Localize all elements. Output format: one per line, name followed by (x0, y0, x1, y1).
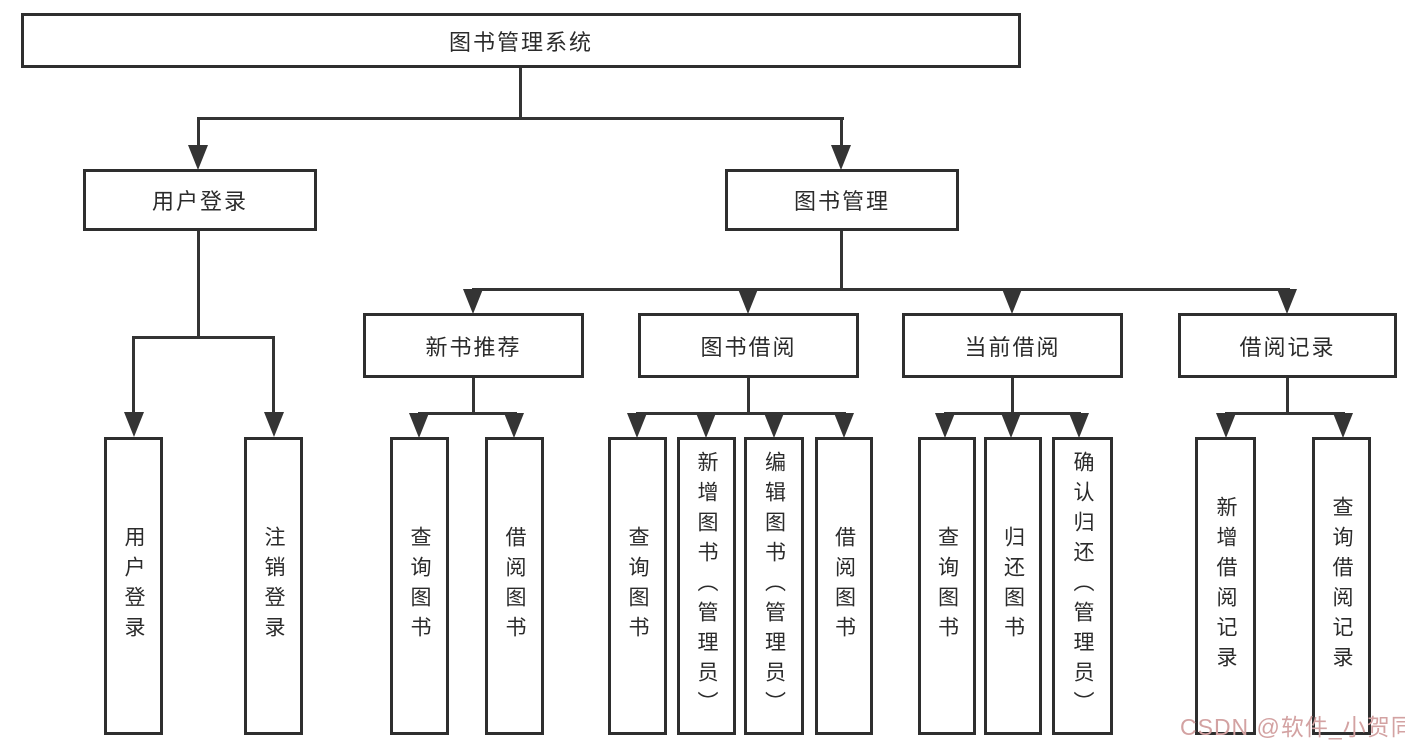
csdn-watermark: CSDN @软件_小贺同学 (1180, 714, 1405, 740)
arrow-down-icon (1277, 289, 1297, 314)
leaf-borrow-borrow-books: 借阅图书 (815, 437, 873, 735)
leaf-borrow-add-books-admin: 新增图书（管理员） (677, 437, 736, 735)
node-borrowing-records: 借阅记录 (1178, 313, 1397, 378)
connector-level3-rail (472, 288, 1290, 291)
node-book-borrowing: 图书借阅 (638, 313, 859, 378)
connector-drop (132, 336, 135, 414)
leaf-records-query-record: 查询借阅记录 (1312, 437, 1371, 735)
connector-stub (1011, 378, 1014, 415)
leaf-records-add-record: 新增借阅记录 (1195, 437, 1256, 735)
connector-root-stub (519, 68, 522, 120)
arrow-down-icon (409, 413, 429, 438)
arrow-down-icon (935, 413, 955, 438)
connector-user-login-stub (197, 231, 200, 339)
arrow-down-icon (1216, 413, 1236, 438)
connector-drop (272, 336, 275, 414)
leaf-logout: 注销登录 (244, 437, 303, 735)
leaf-borrow-query-books: 查询图书 (608, 437, 667, 735)
arrow-down-icon (124, 412, 144, 437)
connector-book-mgmt-drop (840, 117, 843, 147)
node-book-management: 图书管理 (725, 169, 959, 231)
arrow-down-icon (188, 145, 208, 170)
leaf-current-query-books: 查询图书 (918, 437, 976, 735)
leaf-recommend-query-books: 查询图书 (390, 437, 449, 735)
leaf-current-return-books: 归还图书 (984, 437, 1042, 735)
leaf-recommend-borrow-books: 借阅图书 (485, 437, 544, 735)
arrow-down-icon (627, 413, 647, 438)
connector-stub (472, 378, 475, 415)
connector-user-login-drop (197, 117, 200, 147)
arrow-down-icon (696, 413, 716, 438)
leaf-user-login: 用户登录 (104, 437, 163, 735)
arrow-down-icon (1002, 289, 1022, 314)
leaf-current-confirm-return-admin: 确认归还（管理员） (1052, 437, 1113, 735)
arrow-down-icon (1001, 413, 1021, 438)
arrow-down-icon (738, 289, 758, 314)
node-new-book-recommendation: 新书推荐 (363, 313, 584, 378)
arrow-down-icon (1333, 413, 1353, 438)
arrow-down-icon (463, 289, 483, 314)
leaf-borrow-edit-books-admin: 编辑图书（管理员） (744, 437, 804, 735)
connector-stub (747, 378, 750, 415)
connector-rail (1225, 412, 1345, 415)
connector-level2-rail (197, 117, 844, 120)
node-user-login: 用户登录 (83, 169, 317, 231)
arrow-down-icon (831, 145, 851, 170)
connector-book-mgmt-stub (840, 231, 843, 289)
arrow-down-icon (1069, 413, 1089, 438)
connector-rail (636, 412, 846, 415)
arrow-down-icon (764, 413, 784, 438)
node-current-borrowing: 当前借阅 (902, 313, 1123, 378)
node-library-management-system: 图书管理系统 (21, 13, 1021, 68)
connector-rail (418, 412, 517, 415)
arrow-down-icon (264, 412, 284, 437)
arrow-down-icon (834, 413, 854, 438)
arrow-down-icon (504, 413, 524, 438)
connector-user-login-rail (132, 336, 275, 339)
connector-stub (1286, 378, 1289, 415)
